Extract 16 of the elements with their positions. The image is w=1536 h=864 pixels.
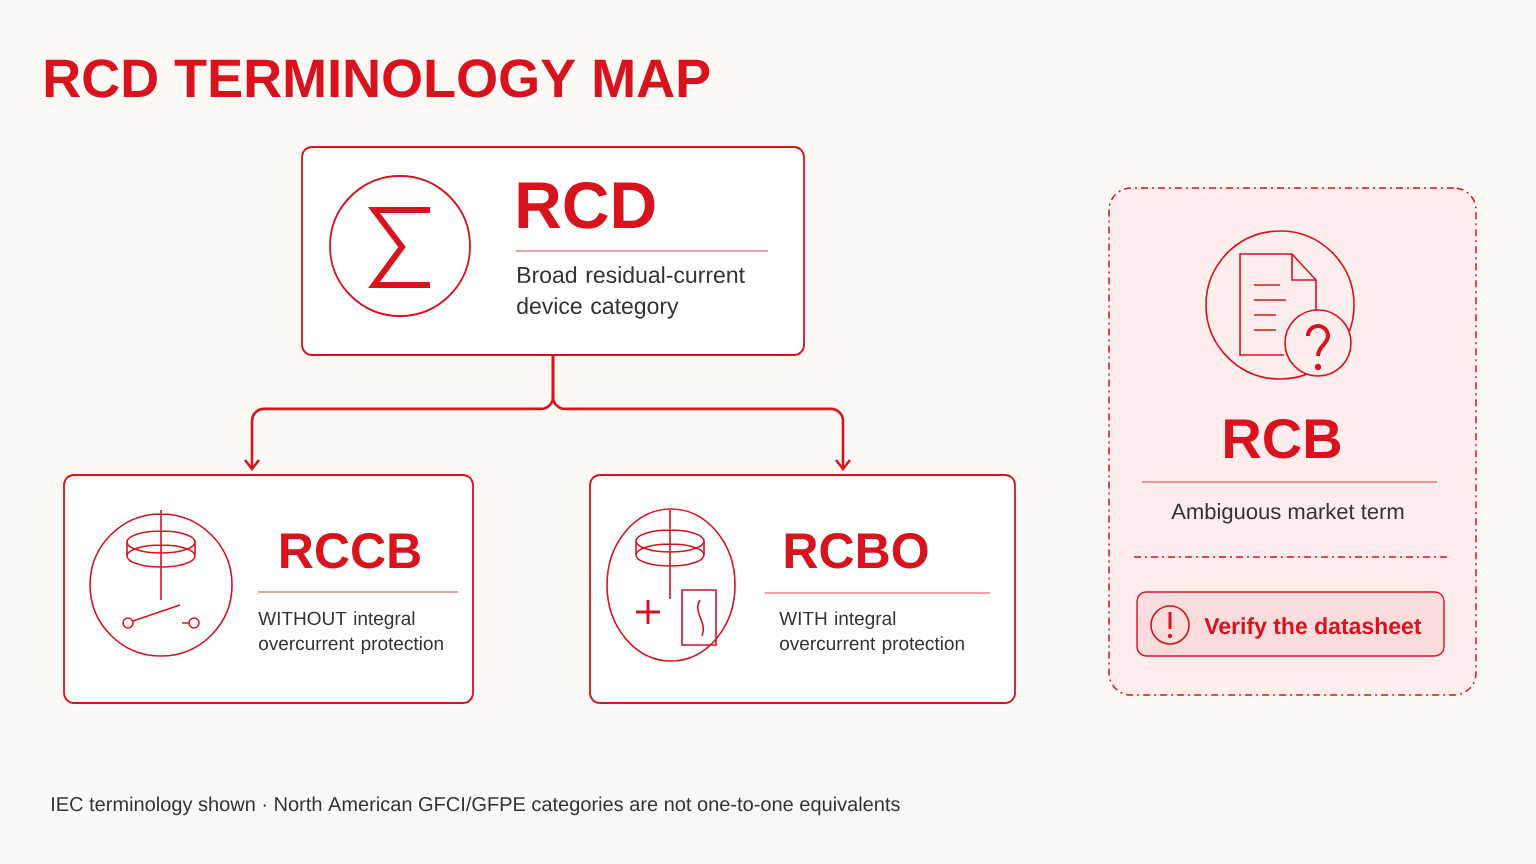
term-description: Broad residual-current device category — [517, 266, 745, 319]
term-box — [63, 474, 474, 704]
button-label: Verify the datasheet — [1204, 617, 1422, 639]
term-box — [301, 146, 805, 356]
term-heading: RCB — [1225, 418, 1341, 459]
term-heading: RCBO — [785, 533, 928, 569]
term-heading: RCD — [518, 181, 655, 229]
term-box — [589, 474, 1016, 704]
term-description: Ambiguous market term — [1171, 503, 1404, 524]
term-heading: RCCB — [281, 533, 420, 569]
term-description: WITH integral overcurrent protection — [779, 611, 964, 654]
title: RCD TERMINOLOGY MAP — [45, 59, 710, 98]
arrow — [551, 355, 852, 472]
term-description: WITHOUT integral overcurrent protection — [258, 611, 443, 654]
footnote: IEC terminology shown · North American GFCI/GFPE categories are not one-to-one equivalents — [52, 796, 900, 816]
verify-button — [1136, 591, 1445, 657]
